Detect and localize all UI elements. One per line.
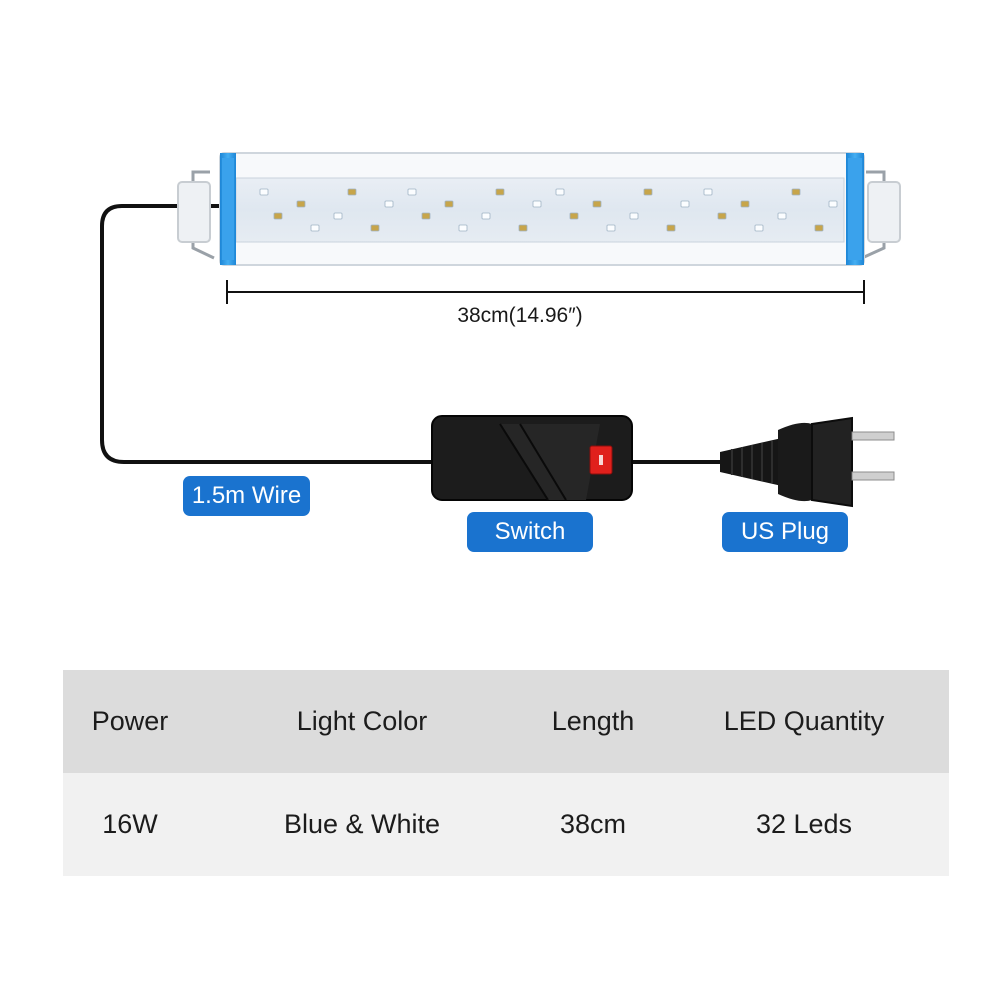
led-chip <box>384 200 394 208</box>
plug-prong-top <box>851 431 895 441</box>
switch-callout: Switch <box>467 512 593 552</box>
led-chip <box>532 200 542 208</box>
left-end-cap-face <box>222 158 234 260</box>
plug-prong-bottom <box>851 471 895 481</box>
spec-table: Power Light Color Length LED Quantity 16… <box>63 670 949 876</box>
led-chip <box>666 224 676 232</box>
value-light-color: Blue & White <box>283 809 441 839</box>
led-chip <box>347 188 357 196</box>
led-chip <box>259 188 269 196</box>
spec-value-row: 16W Blue & White 38cm 32 Leds <box>63 773 949 876</box>
right-clip <box>867 181 901 243</box>
led-chip <box>458 224 468 232</box>
led-chip <box>740 200 750 208</box>
led-chip <box>333 212 343 220</box>
led-chip <box>495 188 505 196</box>
led-chip <box>777 212 787 220</box>
led-chip <box>592 200 602 208</box>
led-chip <box>407 188 417 196</box>
value-led-quantity: 32 Leds <box>755 809 853 839</box>
led-chip <box>828 200 838 208</box>
led-chip <box>606 224 616 232</box>
led-chip <box>629 212 639 220</box>
led-chip <box>643 188 653 196</box>
us-plug <box>720 416 895 508</box>
value-length: 38cm <box>559 809 627 839</box>
led-chip <box>703 188 713 196</box>
led-chip <box>791 188 801 196</box>
led-chip <box>717 212 727 220</box>
right-end-cap-face <box>848 158 862 260</box>
led-panel <box>235 177 845 243</box>
led-chip <box>273 212 283 220</box>
led-chip <box>680 200 690 208</box>
led-chip <box>296 200 306 208</box>
led-chip <box>814 224 824 232</box>
header-light-color: Light Color <box>296 706 428 736</box>
wire-callout: 1.5m Wire <box>183 476 310 516</box>
led-chip <box>444 200 454 208</box>
led-chip <box>569 212 579 220</box>
led-chip <box>754 224 764 232</box>
spec-header-row: Power Light Color Length LED Quantity <box>63 670 949 773</box>
led-array <box>259 188 838 232</box>
left-clip <box>177 181 211 243</box>
led-chip <box>370 224 380 232</box>
led-chip <box>481 212 491 220</box>
led-light-bar <box>177 152 901 266</box>
length-dimension-label: 38cm(14.96″) <box>457 304 583 327</box>
header-power: Power <box>91 706 169 736</box>
header-led-quantity: LED Quantity <box>723 706 885 736</box>
header-length: Length <box>551 706 635 736</box>
led-chip <box>518 224 528 232</box>
switch-box <box>431 415 633 501</box>
led-chip <box>310 224 320 232</box>
value-power: 16W <box>102 809 158 839</box>
power-cord <box>100 204 722 464</box>
led-chip <box>421 212 431 220</box>
dimension-line <box>226 280 865 304</box>
plug-callout: US Plug <box>722 512 848 552</box>
led-chip <box>555 188 565 196</box>
